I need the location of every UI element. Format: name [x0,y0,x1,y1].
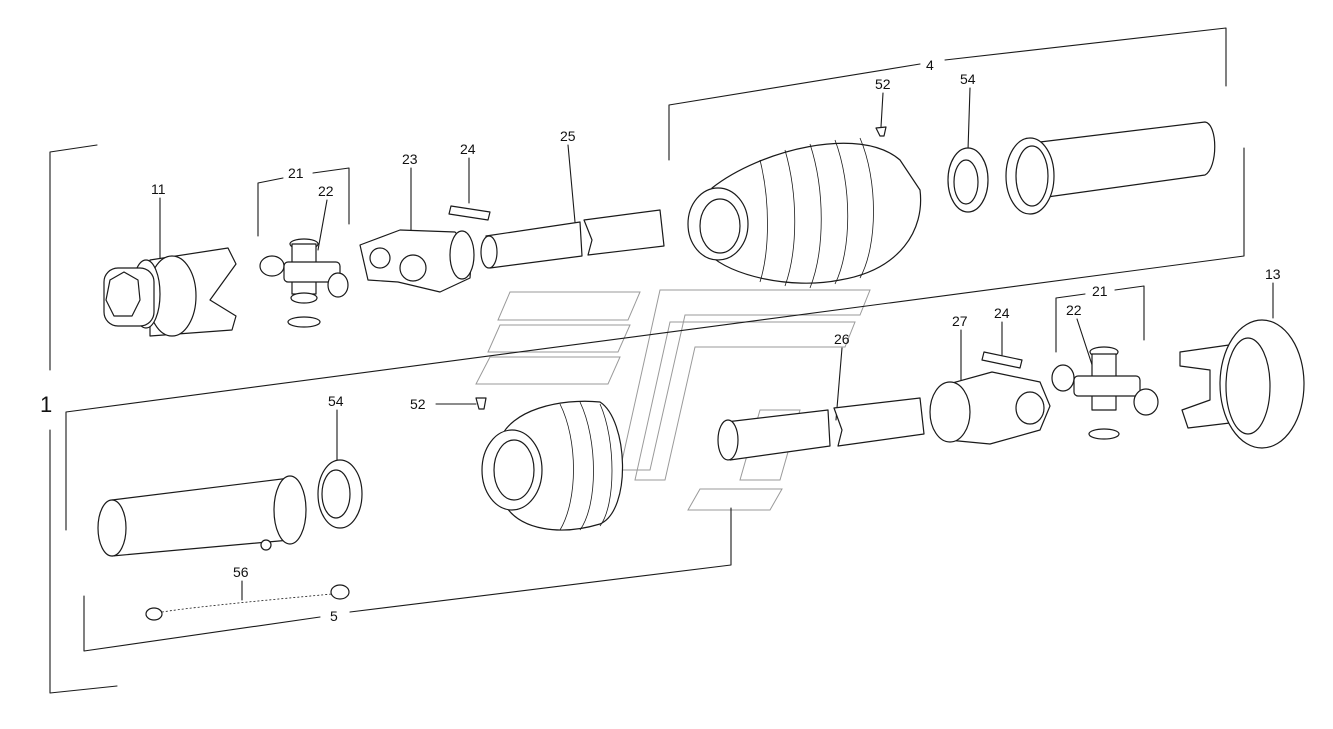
label-bearing-ring-lower: 54 [328,393,344,409]
inner-yoke-left [359,229,475,293]
label-assembly: 1 [40,392,52,417]
label-chain: 56 [233,564,249,580]
outer-yoke-right [1179,319,1305,449]
label-yoke-left: 11 [151,181,166,197]
screw-lower [475,397,487,410]
label-pin-right: 24 [994,305,1010,321]
tube-half-upper-bracket [65,27,1245,531]
cross-kit-right [1051,346,1159,440]
cross-kit-right-bracket [1055,285,1145,353]
label-inner-yoke-left: 23 [402,151,418,167]
label-cross-left: 22 [318,183,334,199]
cross-kit-left-bracket [257,167,350,237]
label-tube-inner: 5 [330,608,338,624]
inner-yoke-right [929,371,1051,445]
safety-chain [145,584,350,621]
label-yoke-right: 13 [1265,266,1281,282]
bearing-ring-upper [947,147,989,213]
cross-kit-left [259,238,349,328]
label-bearing-ring-upper: 54 [960,71,976,87]
label-profile-tube-upper: 25 [560,128,576,144]
label-cross-kit-left: 21 [288,165,304,181]
inner-tube-lower [97,475,307,557]
label-profile-tube-lower: 26 [834,331,850,347]
bearing-ring-lower [317,459,363,529]
label-cross-right: 22 [1066,302,1082,318]
label-tube-outer: 4 [926,57,934,73]
label-pin-left: 24 [460,141,476,157]
tube-half-lower-bracket [83,507,732,652]
leader-lines [159,87,1274,601]
guard-cone-upper [687,137,922,289]
label-screw-lower: 52 [410,396,426,412]
label-inner-yoke-right: 27 [952,313,968,329]
outer-tube-upper [1005,121,1216,215]
outer-yoke-left [103,247,237,337]
profile-tube-upper [480,209,665,269]
screw-upper [875,126,887,137]
pin-right [981,351,1023,369]
guard-cone-lower [481,400,624,531]
assembly-bracket [49,144,118,694]
label-screw-upper: 52 [875,76,891,92]
label-cross-kit-right: 21 [1092,283,1108,299]
pin-left [448,205,491,221]
profile-tube-lower [717,397,925,461]
